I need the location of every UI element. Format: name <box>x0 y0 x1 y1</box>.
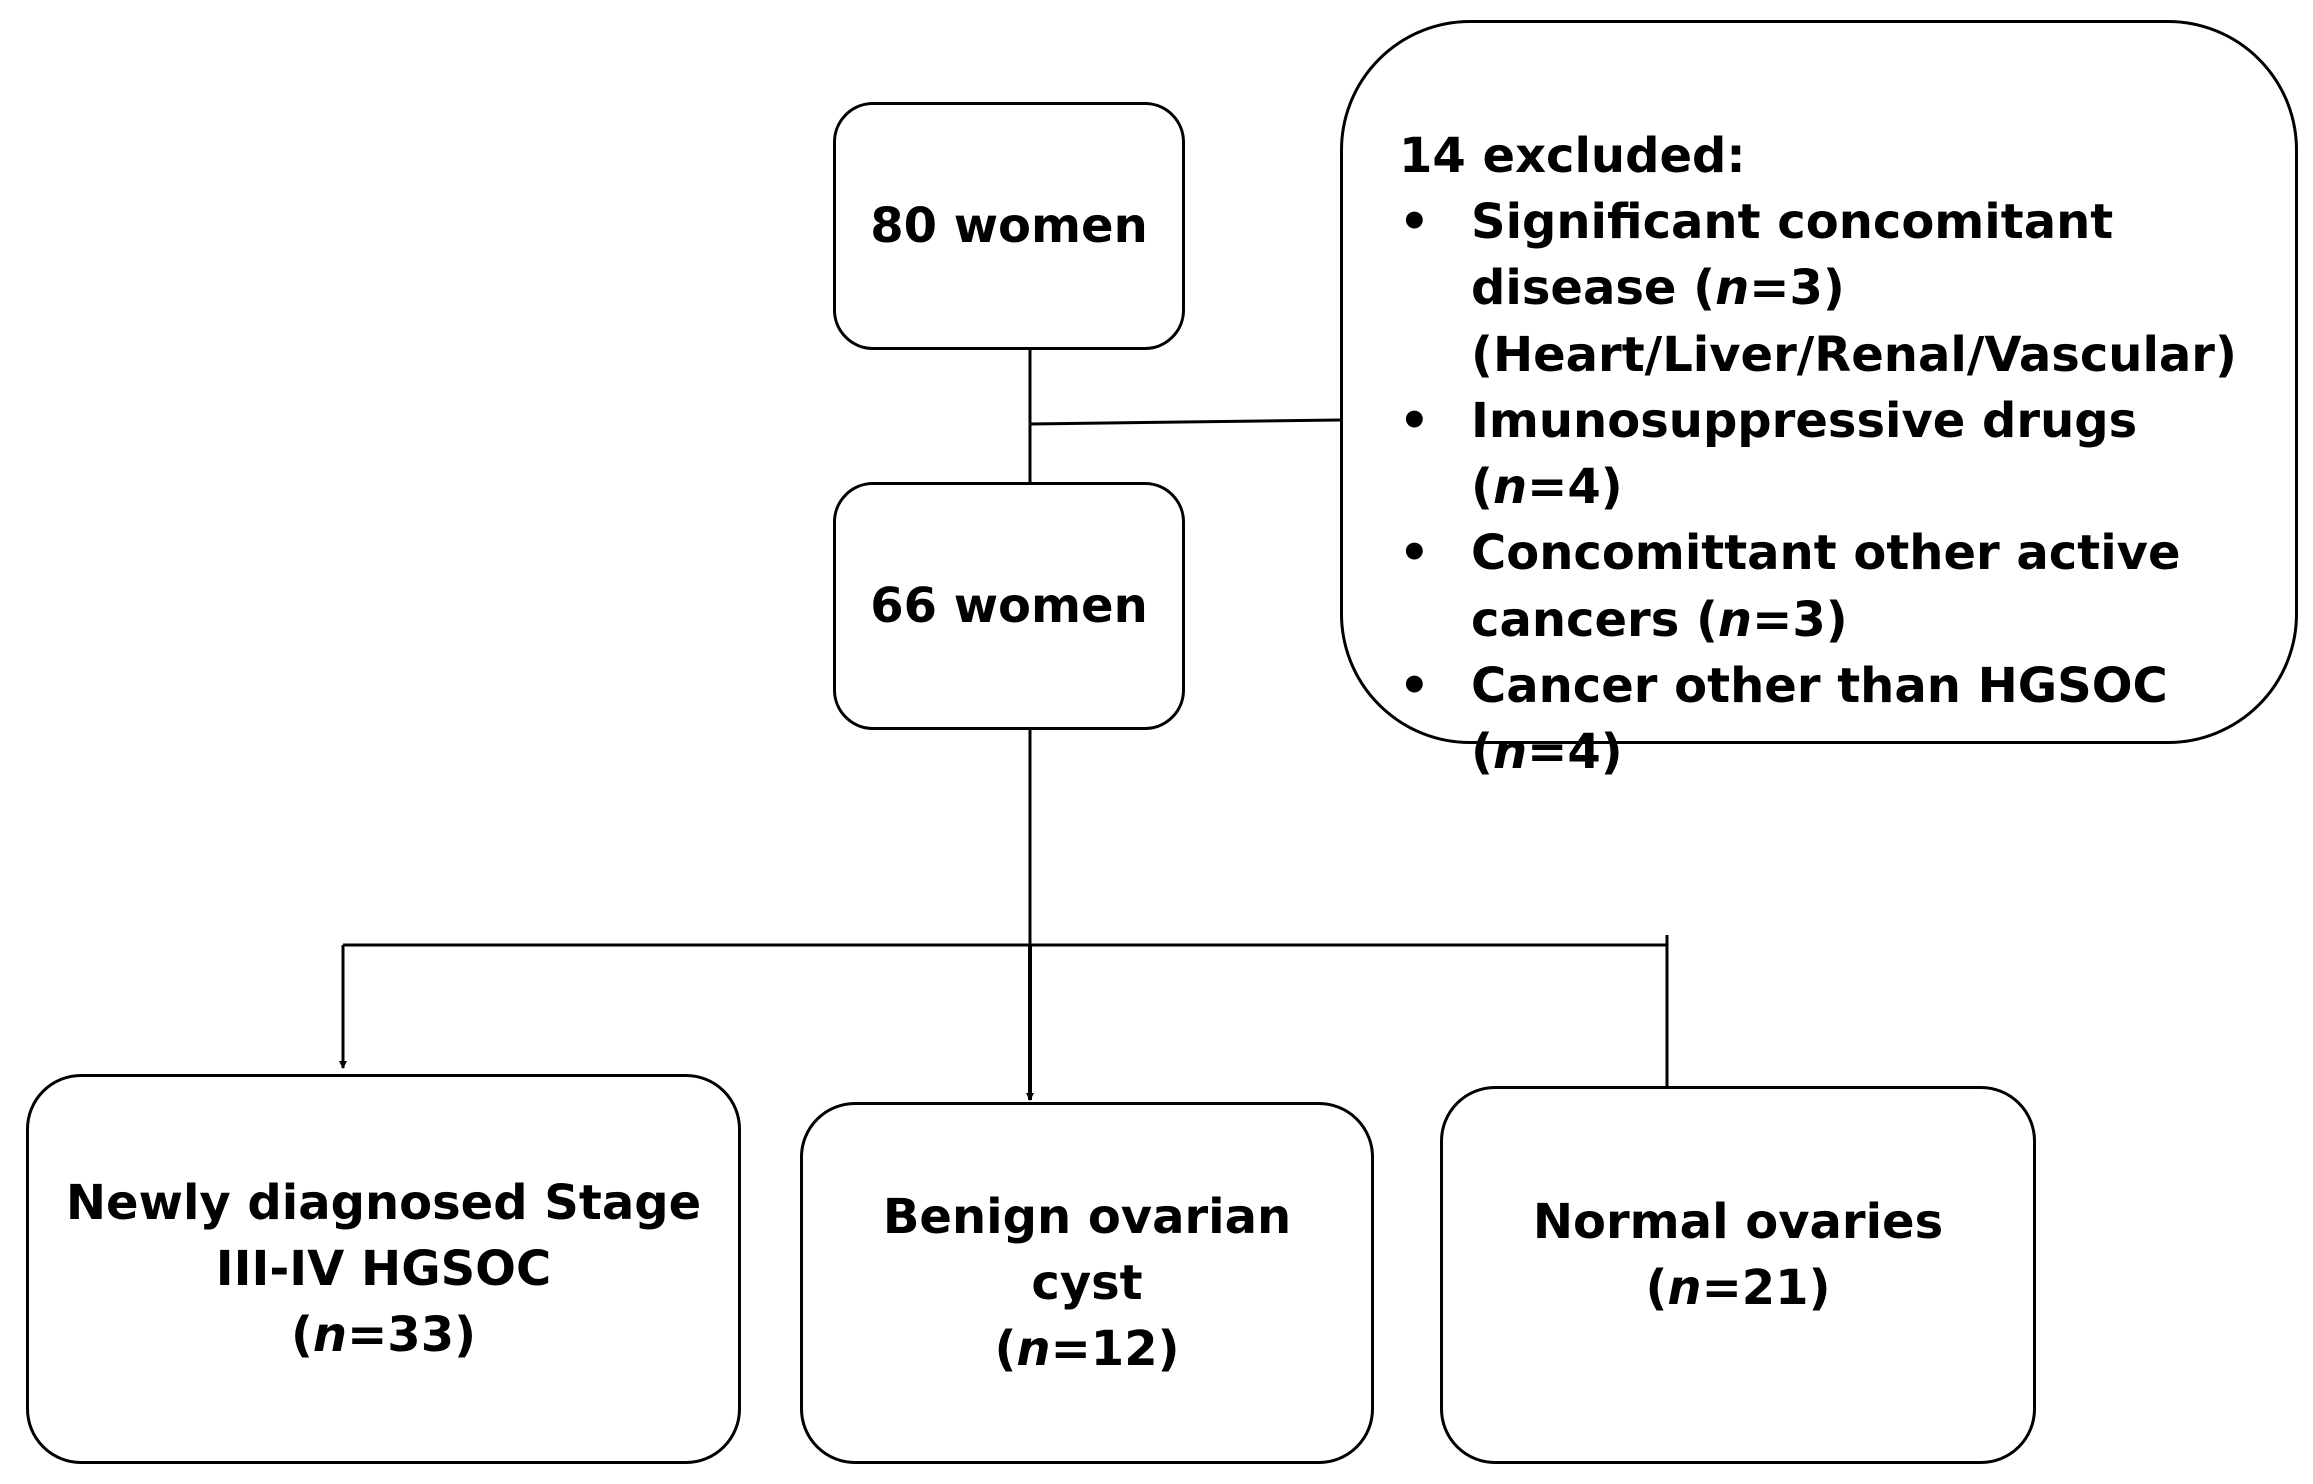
exclusion-note: (Heart/Liver/Renal/Vascular) <box>1471 326 2237 383</box>
included-women-box: 66 women <box>833 482 1185 730</box>
n-symbol: n <box>1492 724 1528 781</box>
exclusion-header: 14 excluded: <box>1399 128 1746 184</box>
group-label: Normal ovaries <box>1532 1193 1944 1250</box>
exclusion-count: =4) <box>1527 459 1623 516</box>
n-symbol: n <box>1016 1321 1051 1378</box>
included-women-label: 66 women <box>870 577 1148 634</box>
exclusion-count: =3) <box>1752 591 1848 648</box>
exclusion-text: Imunosuppressive drugs ( <box>1471 392 2138 516</box>
group-count: (n=33) <box>59 1302 708 1368</box>
n-symbol: n <box>1717 591 1753 648</box>
count-open: ( <box>290 1307 313 1364</box>
count-value: =21) <box>1701 1260 1831 1316</box>
n-symbol: n <box>1667 1260 1702 1316</box>
n-symbol: n <box>312 1307 348 1364</box>
n-symbol: n <box>1715 260 1750 317</box>
count-value: =12) <box>1050 1321 1180 1378</box>
benign-group-box: Benign ovarian cyst (n=12) <box>800 1102 1374 1464</box>
exclusion-item: Imunosuppressive drugs (n=4) <box>1399 388 2255 520</box>
count-open: ( <box>1645 1260 1668 1316</box>
exclusion-criteria-list: Significant concomitant disease (n=3) (H… <box>1399 189 2255 785</box>
total-women-box: 80 women <box>833 102 1185 350</box>
exclusion-item: Cancer other than HGSOC (n=4) <box>1399 653 2255 785</box>
exclusion-count: =4) <box>1527 724 1623 781</box>
exclusion-text: Cancer other than HGSOC ( <box>1471 657 2168 781</box>
exclusion-text: Concomittant other active cancers ( <box>1471 525 2181 648</box>
group-label: Newly diagnosed Stage III-IV HGSOC <box>65 1174 702 1297</box>
count-open: ( <box>994 1321 1017 1378</box>
exclusion-text: Significant concomitant disease ( <box>1471 194 2114 317</box>
group-label: Benign ovarian cyst <box>882 1188 1292 1311</box>
total-women-label: 80 women <box>870 197 1148 254</box>
exclusion-box: 14 excluded: Significant concomitant dis… <box>1340 20 2298 780</box>
connector-to-exclusion <box>1029 418 1341 426</box>
count-value: =33) <box>347 1307 477 1364</box>
exclusion-item: Concomittant other active cancers (n=3) <box>1399 520 2255 652</box>
group-count: (n=21) <box>1533 1255 1943 1321</box>
normal-group-box: Normal ovaries (n=21) <box>1440 1086 2036 1464</box>
group-count: (n=12) <box>823 1316 1351 1382</box>
hgsoc-group-box: Newly diagnosed Stage III-IV HGSOC (n=33… <box>26 1074 741 1464</box>
exclusion-item: Significant concomitant disease (n=3) (H… <box>1399 189 2255 388</box>
n-symbol: n <box>1492 459 1528 516</box>
exclusion-count: =3) <box>1749 260 1845 317</box>
